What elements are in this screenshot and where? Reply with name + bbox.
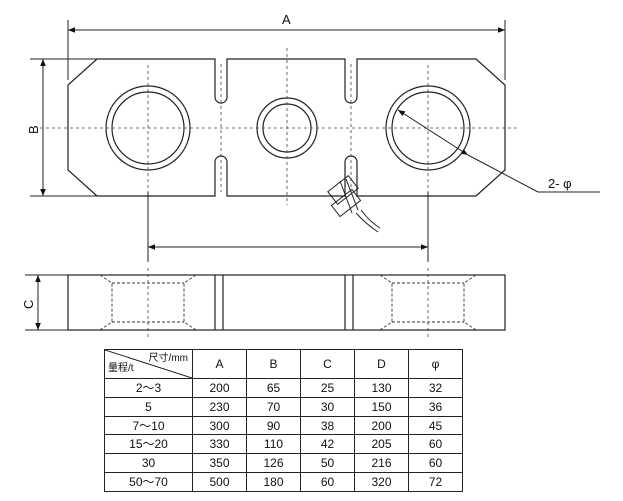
value-cell: 32 (408, 378, 463, 398)
table-row: 50～70 500 180 60 320 72 (104, 472, 463, 492)
side-view-bores (99, 274, 477, 331)
value-cell: 180 (246, 472, 301, 492)
value-cell: 300 (192, 415, 247, 436)
dim-d (147, 192, 429, 262)
value-cell: 65 (246, 378, 301, 398)
side-body (67, 274, 506, 331)
table-corner-header: 尺寸/mm 量程/t (104, 349, 193, 379)
range-cell: 30 (104, 453, 193, 474)
top-view (67, 58, 506, 197)
dim-a-label: A (282, 12, 291, 27)
column-header: D (354, 349, 409, 379)
value-cell: 60 (408, 434, 463, 455)
value-cell: 60 (408, 453, 463, 474)
value-cell: 30 (300, 396, 355, 417)
column-header: A (192, 349, 247, 379)
value-cell: 72 (408, 472, 463, 492)
dim-a (67, 20, 506, 80)
value-cell: 200 (192, 378, 247, 398)
value-cell: 90 (246, 415, 301, 436)
spec-table: 尺寸/mm 量程/t A B C D φ 2～3 200 65 25 130 3… (104, 349, 463, 492)
table-header-row: 尺寸/mm 量程/t A B C D φ (104, 349, 463, 379)
value-cell: 110 (246, 434, 301, 455)
dim-c (25, 274, 68, 331)
value-cell: 205 (354, 434, 409, 455)
value-cell: 216 (354, 453, 409, 474)
range-cell: 50～70 (104, 472, 193, 492)
column-header: φ (408, 349, 463, 379)
table-row: 5 230 70 30 150 36 (104, 396, 463, 417)
range-cell: 5 (104, 396, 193, 417)
cable-connector (327, 174, 381, 233)
value-cell: 45 (408, 415, 463, 436)
plate-outline (67, 58, 506, 197)
value-cell: 130 (354, 378, 409, 398)
value-cell: 350 (192, 453, 247, 474)
column-header: B (246, 349, 301, 379)
value-cell: 36 (408, 396, 463, 417)
value-cell: 126 (246, 453, 301, 474)
value-cell: 230 (192, 396, 247, 417)
value-cell: 330 (192, 434, 247, 455)
table-row: 15～20 330 110 42 205 60 (104, 434, 463, 455)
value-cell: 25 (300, 378, 355, 398)
table-row: 7～10 300 90 38 200 45 (104, 415, 463, 436)
phi-leader (397, 109, 600, 193)
range-cell: 15～20 (104, 434, 193, 455)
range-cell: 7～10 (104, 415, 193, 436)
side-view (67, 274, 506, 331)
value-cell: 50 (300, 453, 355, 474)
table-row: 2～3 200 65 25 130 32 (104, 378, 463, 398)
phi-label: 2- φ (548, 176, 572, 191)
value-cell: 500 (192, 472, 247, 492)
column-header: C (300, 349, 355, 379)
dim-c-label: C (21, 300, 36, 309)
header-range-label: 量程/t (108, 363, 134, 374)
header-dimension-label: 尺寸/mm (148, 353, 188, 364)
dim-b-label: B (26, 125, 41, 134)
top-view-centerlines (40, 48, 520, 205)
value-cell: 60 (300, 472, 355, 492)
dim-b (30, 58, 97, 197)
table-row: 30 350 126 50 216 60 (104, 453, 463, 474)
value-cell: 200 (354, 415, 409, 436)
value-cell: 42 (300, 434, 355, 455)
range-cell: 2～3 (104, 378, 193, 398)
value-cell: 70 (246, 396, 301, 417)
value-cell: 38 (300, 415, 355, 436)
value-cell: 320 (354, 472, 409, 492)
value-cell: 150 (354, 396, 409, 417)
